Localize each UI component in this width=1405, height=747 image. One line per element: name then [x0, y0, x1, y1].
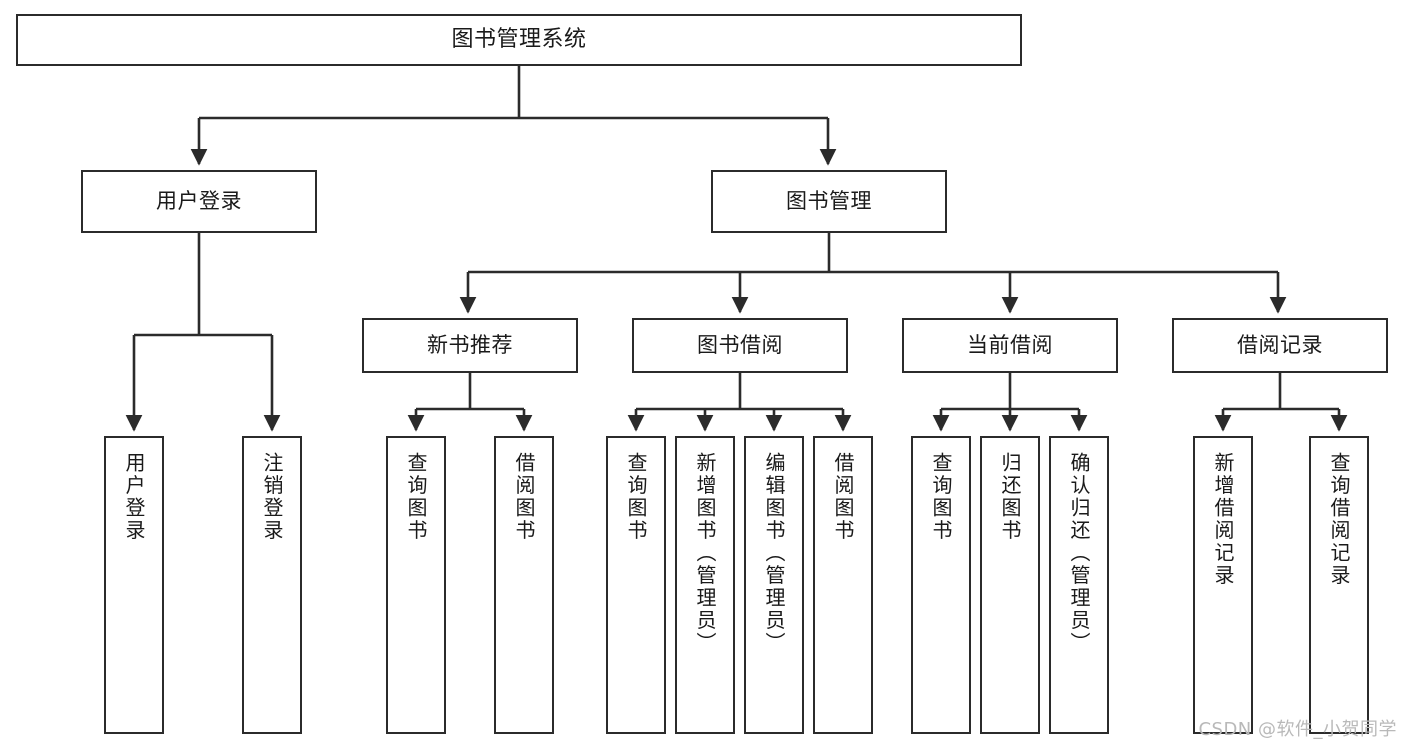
- leaf-query-borrow-record[interactable]: 查询借阅记录: [1309, 436, 1369, 734]
- leaf-user-login[interactable]: 用户登录: [104, 436, 164, 734]
- node-book-borrow[interactable]: 图书借阅: [632, 318, 848, 373]
- node-root-system[interactable]: 图书管理系统: [16, 14, 1022, 66]
- leaf-edit-book-admin[interactable]: 编辑图书（管理员）: [744, 436, 804, 734]
- node-label: 新书推荐: [427, 332, 513, 357]
- node-label: 注销登录: [260, 452, 284, 542]
- node-label: 查询图书: [929, 452, 953, 542]
- node-new-book-recommend[interactable]: 新书推荐: [362, 318, 578, 373]
- node-current-borrow[interactable]: 当前借阅: [902, 318, 1118, 373]
- node-label: 归还图书: [998, 452, 1022, 542]
- leaf-confirm-return-admin[interactable]: 确认归还（管理员）: [1049, 436, 1109, 734]
- node-label: 当前借阅: [967, 332, 1053, 357]
- leaf-query-book-1[interactable]: 查询图书: [386, 436, 446, 734]
- node-label: 编辑图书（管理员）: [762, 452, 786, 655]
- node-label: 查询图书: [624, 452, 648, 542]
- leaf-borrow-book-1[interactable]: 借阅图书: [494, 436, 554, 734]
- node-label: 查询图书: [404, 452, 428, 542]
- csdn-watermark: CSDN @软件_小贺同学: [1198, 719, 1397, 740]
- node-label: 查询借阅记录: [1327, 452, 1351, 587]
- node-label: 用户登录: [122, 452, 146, 542]
- leaf-user-logout[interactable]: 注销登录: [242, 436, 302, 734]
- leaf-add-borrow-record[interactable]: 新增借阅记录: [1193, 436, 1253, 734]
- leaf-borrow-book-2[interactable]: 借阅图书: [813, 436, 873, 734]
- node-label: 图书借阅: [697, 332, 783, 357]
- node-label: 确认归还（管理员）: [1067, 452, 1091, 655]
- node-label: 新增借阅记录: [1211, 452, 1235, 587]
- leaf-query-book-2[interactable]: 查询图书: [606, 436, 666, 734]
- node-label: 借阅图书: [512, 452, 536, 542]
- leaf-query-book-3[interactable]: 查询图书: [911, 436, 971, 734]
- node-label: 借阅记录: [1237, 332, 1323, 357]
- leaf-add-book-admin[interactable]: 新增图书（管理员）: [675, 436, 735, 734]
- leaf-return-book[interactable]: 归还图书: [980, 436, 1040, 734]
- node-book-management[interactable]: 图书管理: [711, 170, 947, 233]
- node-label: 图书管理: [786, 188, 872, 213]
- node-label: 图书管理系统: [451, 26, 587, 52]
- node-user-login[interactable]: 用户登录: [81, 170, 317, 233]
- node-label: 新增图书（管理员）: [693, 452, 717, 655]
- node-label: 用户登录: [156, 188, 242, 213]
- node-label: 借阅图书: [831, 452, 855, 542]
- node-borrow-record[interactable]: 借阅记录: [1172, 318, 1388, 373]
